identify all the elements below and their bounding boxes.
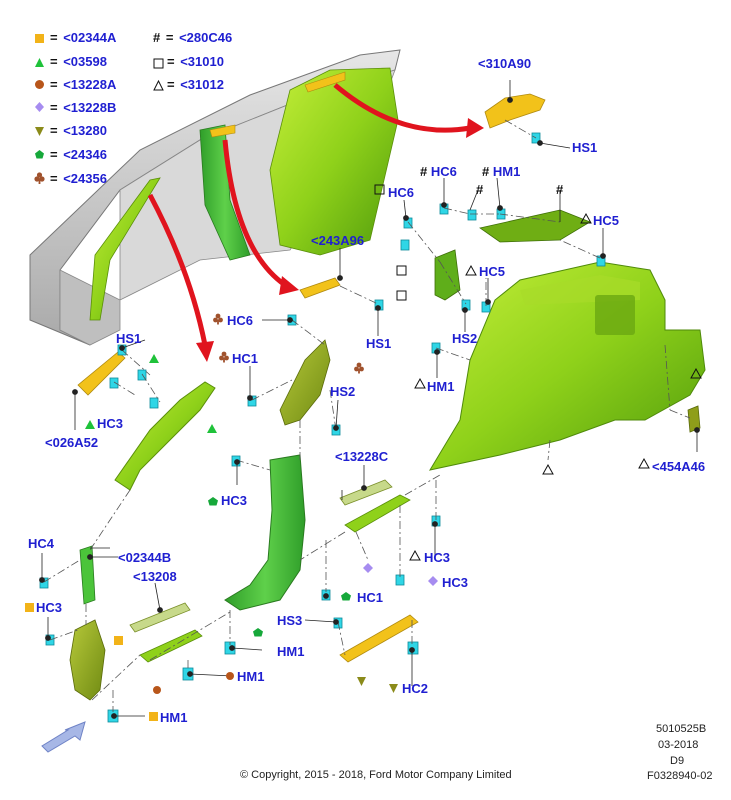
- label-hm1-bottom-left: HM1: [160, 710, 188, 725]
- legend-item-31012: = <31012: [167, 77, 224, 92]
- label-hs2-right: HS2: [452, 331, 478, 346]
- legend-item-13228B: = <13228B: [50, 100, 117, 115]
- label-hash-hc6-top: # HC6: [420, 164, 457, 179]
- doc-code: D9: [670, 755, 685, 767]
- label-hs3: HS3: [277, 613, 303, 628]
- label-hc6-right: HC6: [388, 185, 415, 200]
- red-arrows: [147, 83, 484, 362]
- label-hc3-right2: HC3: [442, 575, 469, 590]
- quarter-trim-installed: [269, 67, 399, 256]
- legend-item-31010: = <31010: [167, 54, 224, 69]
- label-02344B: <02344B: [118, 550, 172, 565]
- quarter-trim-panel: [428, 261, 706, 471]
- legend-item-02344A: = <02344A: [50, 30, 117, 45]
- a-pillar-trim-installed: [89, 177, 161, 321]
- label-hc4: HC4: [28, 536, 55, 551]
- legend-item-280C46: # = <280C46: [153, 30, 233, 45]
- upper-quarter-strip: [479, 209, 591, 243]
- c-pillar-upper-trim: [279, 339, 331, 426]
- bracket-hc6: [434, 249, 461, 301]
- doc-date: 03-2018: [658, 739, 699, 751]
- label-hs1-mid: HS1: [366, 336, 392, 351]
- label-026A52: <026A52: [45, 435, 99, 450]
- label-13208: <13208: [133, 569, 177, 584]
- label-310A90: <310A90: [478, 56, 532, 71]
- label-hm1-bottom: HM1: [237, 669, 265, 684]
- label-hs1-top: HS1: [572, 140, 598, 155]
- label-hs1-left: HS1: [116, 331, 142, 346]
- label-454A46: <454A46: [652, 459, 706, 474]
- leader-lines: [39, 80, 700, 719]
- direction-arrow-icon: [41, 721, 86, 753]
- label-hc3-right: HC3: [424, 550, 451, 565]
- lower-a-pillar-trim: [69, 619, 106, 701]
- label-hc1-bottom: HC1: [357, 590, 384, 605]
- legend-item-24346: = <24346: [50, 147, 107, 162]
- b-pillar-trim-installed: [199, 124, 251, 261]
- label-hc3-left: HC3: [97, 416, 124, 431]
- scuff-plate-13228C: [339, 479, 393, 506]
- label-13228C: <13228C: [335, 449, 389, 464]
- label-hash-hm1-top: # HM1: [482, 164, 521, 179]
- diagram-markers: [25, 184, 702, 721]
- label-hash-a: #: [476, 182, 484, 197]
- doc-number: 5010525B: [656, 723, 707, 735]
- copyright-text: © Copyright, 2015 - 2018, Ford Motor Com…: [240, 769, 512, 781]
- bracket-02344B: [79, 545, 96, 605]
- label-hc6-left: HC6: [227, 313, 254, 328]
- label-hs2-left: HS2: [330, 384, 356, 399]
- label-243A96: <243A96: [311, 233, 365, 248]
- label-hc5-right: HC5: [593, 213, 620, 228]
- legend-item-24356: = <24356: [50, 171, 107, 186]
- label-hc5-mid: HC5: [479, 264, 506, 279]
- label-hc2: HC2: [402, 681, 429, 696]
- label-hc3-mid: HC3: [221, 493, 248, 508]
- label-hc1-left: HC1: [232, 351, 259, 366]
- part-454A46: [687, 405, 701, 433]
- scuff-plate-13208: [129, 602, 191, 633]
- legend-item-13228A: = <13228A: [50, 77, 117, 92]
- assembly-lines: [43, 119, 691, 712]
- legend-item-03598: = <03598: [50, 54, 107, 69]
- part-026A52: [77, 351, 126, 396]
- strip-243A96: [299, 277, 341, 299]
- legend-item-13280: = <13280: [50, 123, 107, 138]
- legend-symbols: [34, 34, 164, 184]
- label-hm1-mid: HM1: [427, 379, 455, 394]
- a-pillar-trim: [114, 381, 216, 491]
- figure-id: F0328940-02: [647, 770, 713, 782]
- label-hm1-center: HM1: [277, 644, 305, 659]
- sill-strip-hs3: [339, 614, 419, 663]
- label-hash-b: #: [556, 182, 564, 197]
- b-pillar-lower-trim: [224, 454, 306, 611]
- bracket-310A90: [484, 93, 546, 129]
- label-hc3-bottom-left: HC3: [36, 600, 63, 615]
